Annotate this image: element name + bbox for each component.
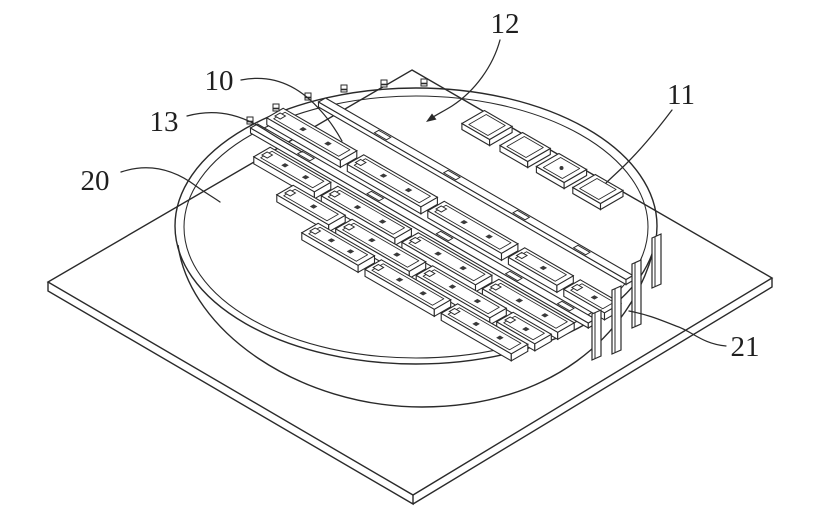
reference-label-13: 13 [150, 106, 179, 138]
chip-bar [400, 232, 493, 293]
chip-bar [346, 154, 439, 215]
chip-bar [507, 247, 575, 294]
chip-bar [275, 184, 347, 233]
die-square [535, 152, 588, 190]
leader-lines [120, 39, 727, 347]
chip-bar [300, 222, 376, 274]
reference-label-10: 10 [205, 65, 234, 97]
edge-tab [631, 259, 642, 329]
leader-line-12 [429, 39, 501, 120]
leader-arrowhead-12 [426, 113, 437, 122]
rim-stud [340, 84, 348, 93]
edge-tab [591, 309, 602, 361]
rim-stud [420, 78, 428, 87]
guide-rail [317, 97, 634, 286]
wafer-top-surface [174, 87, 658, 365]
leader-line-11 [605, 109, 673, 184]
reference-label-12: 12 [491, 8, 520, 40]
reference-label-21: 21 [731, 331, 760, 363]
guide-rail [249, 123, 597, 329]
edge-tabs [591, 233, 662, 361]
reference-label-11: 11 [667, 79, 695, 111]
edge-tab [651, 233, 662, 289]
chip-bar [440, 303, 529, 362]
rim-stud [272, 103, 280, 112]
chip-bar [426, 200, 519, 262]
leader-line-13 [186, 112, 303, 153]
carrier-plate-thickness [47, 278, 773, 506]
edge-tab [611, 285, 622, 355]
leader-line-21 [628, 310, 727, 347]
die-square [498, 131, 552, 169]
chip-bar [363, 259, 452, 318]
reference-labels: 10 13 20 12 11 21 [81, 8, 760, 363]
leader-line-10 [240, 77, 343, 142]
wafer-rim-lip [183, 95, 649, 359]
leader-line-20 [120, 167, 221, 203]
chip-array [249, 97, 634, 362]
chip-bar [265, 107, 358, 169]
reference-label-20: 20 [81, 165, 110, 197]
carrier-plate [46, 69, 774, 506]
rim-stud [380, 79, 388, 88]
die-square [460, 109, 514, 147]
die-square [571, 173, 625, 211]
